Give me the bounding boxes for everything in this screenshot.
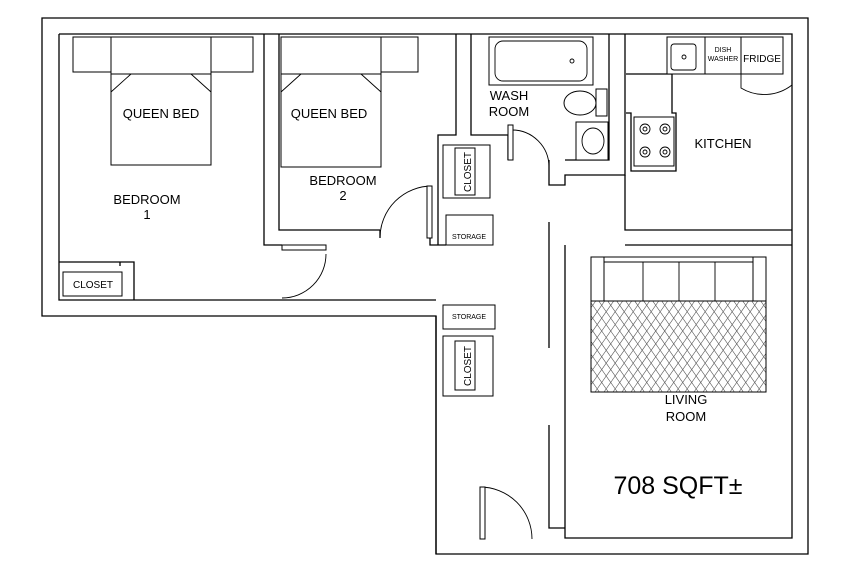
bedroom-1-queen-bed xyxy=(110,36,212,166)
storage-lower xyxy=(442,304,496,330)
storage-lower-label: STORAGE xyxy=(452,314,486,321)
square-footage: 708 SQFT± xyxy=(613,472,742,500)
bedroom-2-number: 2 xyxy=(339,188,346,203)
storage-upper xyxy=(445,214,494,246)
closet-upper-label: CLOSET xyxy=(463,152,474,192)
bedroom-1-number: 1 xyxy=(143,207,150,222)
bathtub xyxy=(488,36,594,86)
bedroom-2-label: BEDROOM xyxy=(309,173,376,188)
bedroom-1-label: BEDROOM xyxy=(113,192,180,207)
stove-burners xyxy=(639,123,671,158)
washroom: WASH ROOM xyxy=(488,36,609,161)
bedroom-2: QUEEN BED BEDROOM 2 xyxy=(280,36,419,203)
dishwasher-label: DISH xyxy=(715,47,732,54)
kitchen-sink xyxy=(666,36,706,75)
kitchen-label: KITCHEN xyxy=(694,136,751,151)
exterior-walls xyxy=(41,17,809,555)
bedroom-1-closet xyxy=(62,271,123,297)
bedroom-2-bed-label: QUEEN BED xyxy=(291,106,368,121)
washroom-label: WASH xyxy=(490,88,529,103)
living-room: LIVING ROOM 708 SQFT± xyxy=(590,256,767,500)
bedroom-1: QUEEN BED BEDROOM 1 CLOSET xyxy=(62,36,254,297)
bedroom-1-bed-label: QUEEN BED xyxy=(123,106,200,121)
storage-upper-label: STORAGE xyxy=(452,234,486,241)
closet-lower-label: CLOSET xyxy=(463,346,474,386)
sink xyxy=(581,127,605,155)
hall-storage: CLOSET STORAGE STORAGE CLOSET xyxy=(442,144,496,397)
fridge-label: FRIDGE xyxy=(743,54,781,65)
doors xyxy=(281,124,550,540)
toilet xyxy=(563,90,597,116)
dishwasher-label-2: WASHER xyxy=(708,56,738,63)
kitchen: DISH WASHER FRIDGE KITCHEN xyxy=(626,36,793,172)
dishwasher xyxy=(704,36,742,75)
stove xyxy=(633,116,675,167)
toilet-tank xyxy=(595,88,608,117)
bedroom-1-closet-label: CLOSET xyxy=(73,280,113,291)
living-room-label: LIVING xyxy=(665,392,708,407)
washroom-label-2: ROOM xyxy=(489,104,529,119)
sofa xyxy=(590,256,767,302)
fridge xyxy=(740,36,784,75)
bedroom-2-queen-bed xyxy=(280,36,382,168)
living-room-label-2: ROOM xyxy=(666,409,706,424)
